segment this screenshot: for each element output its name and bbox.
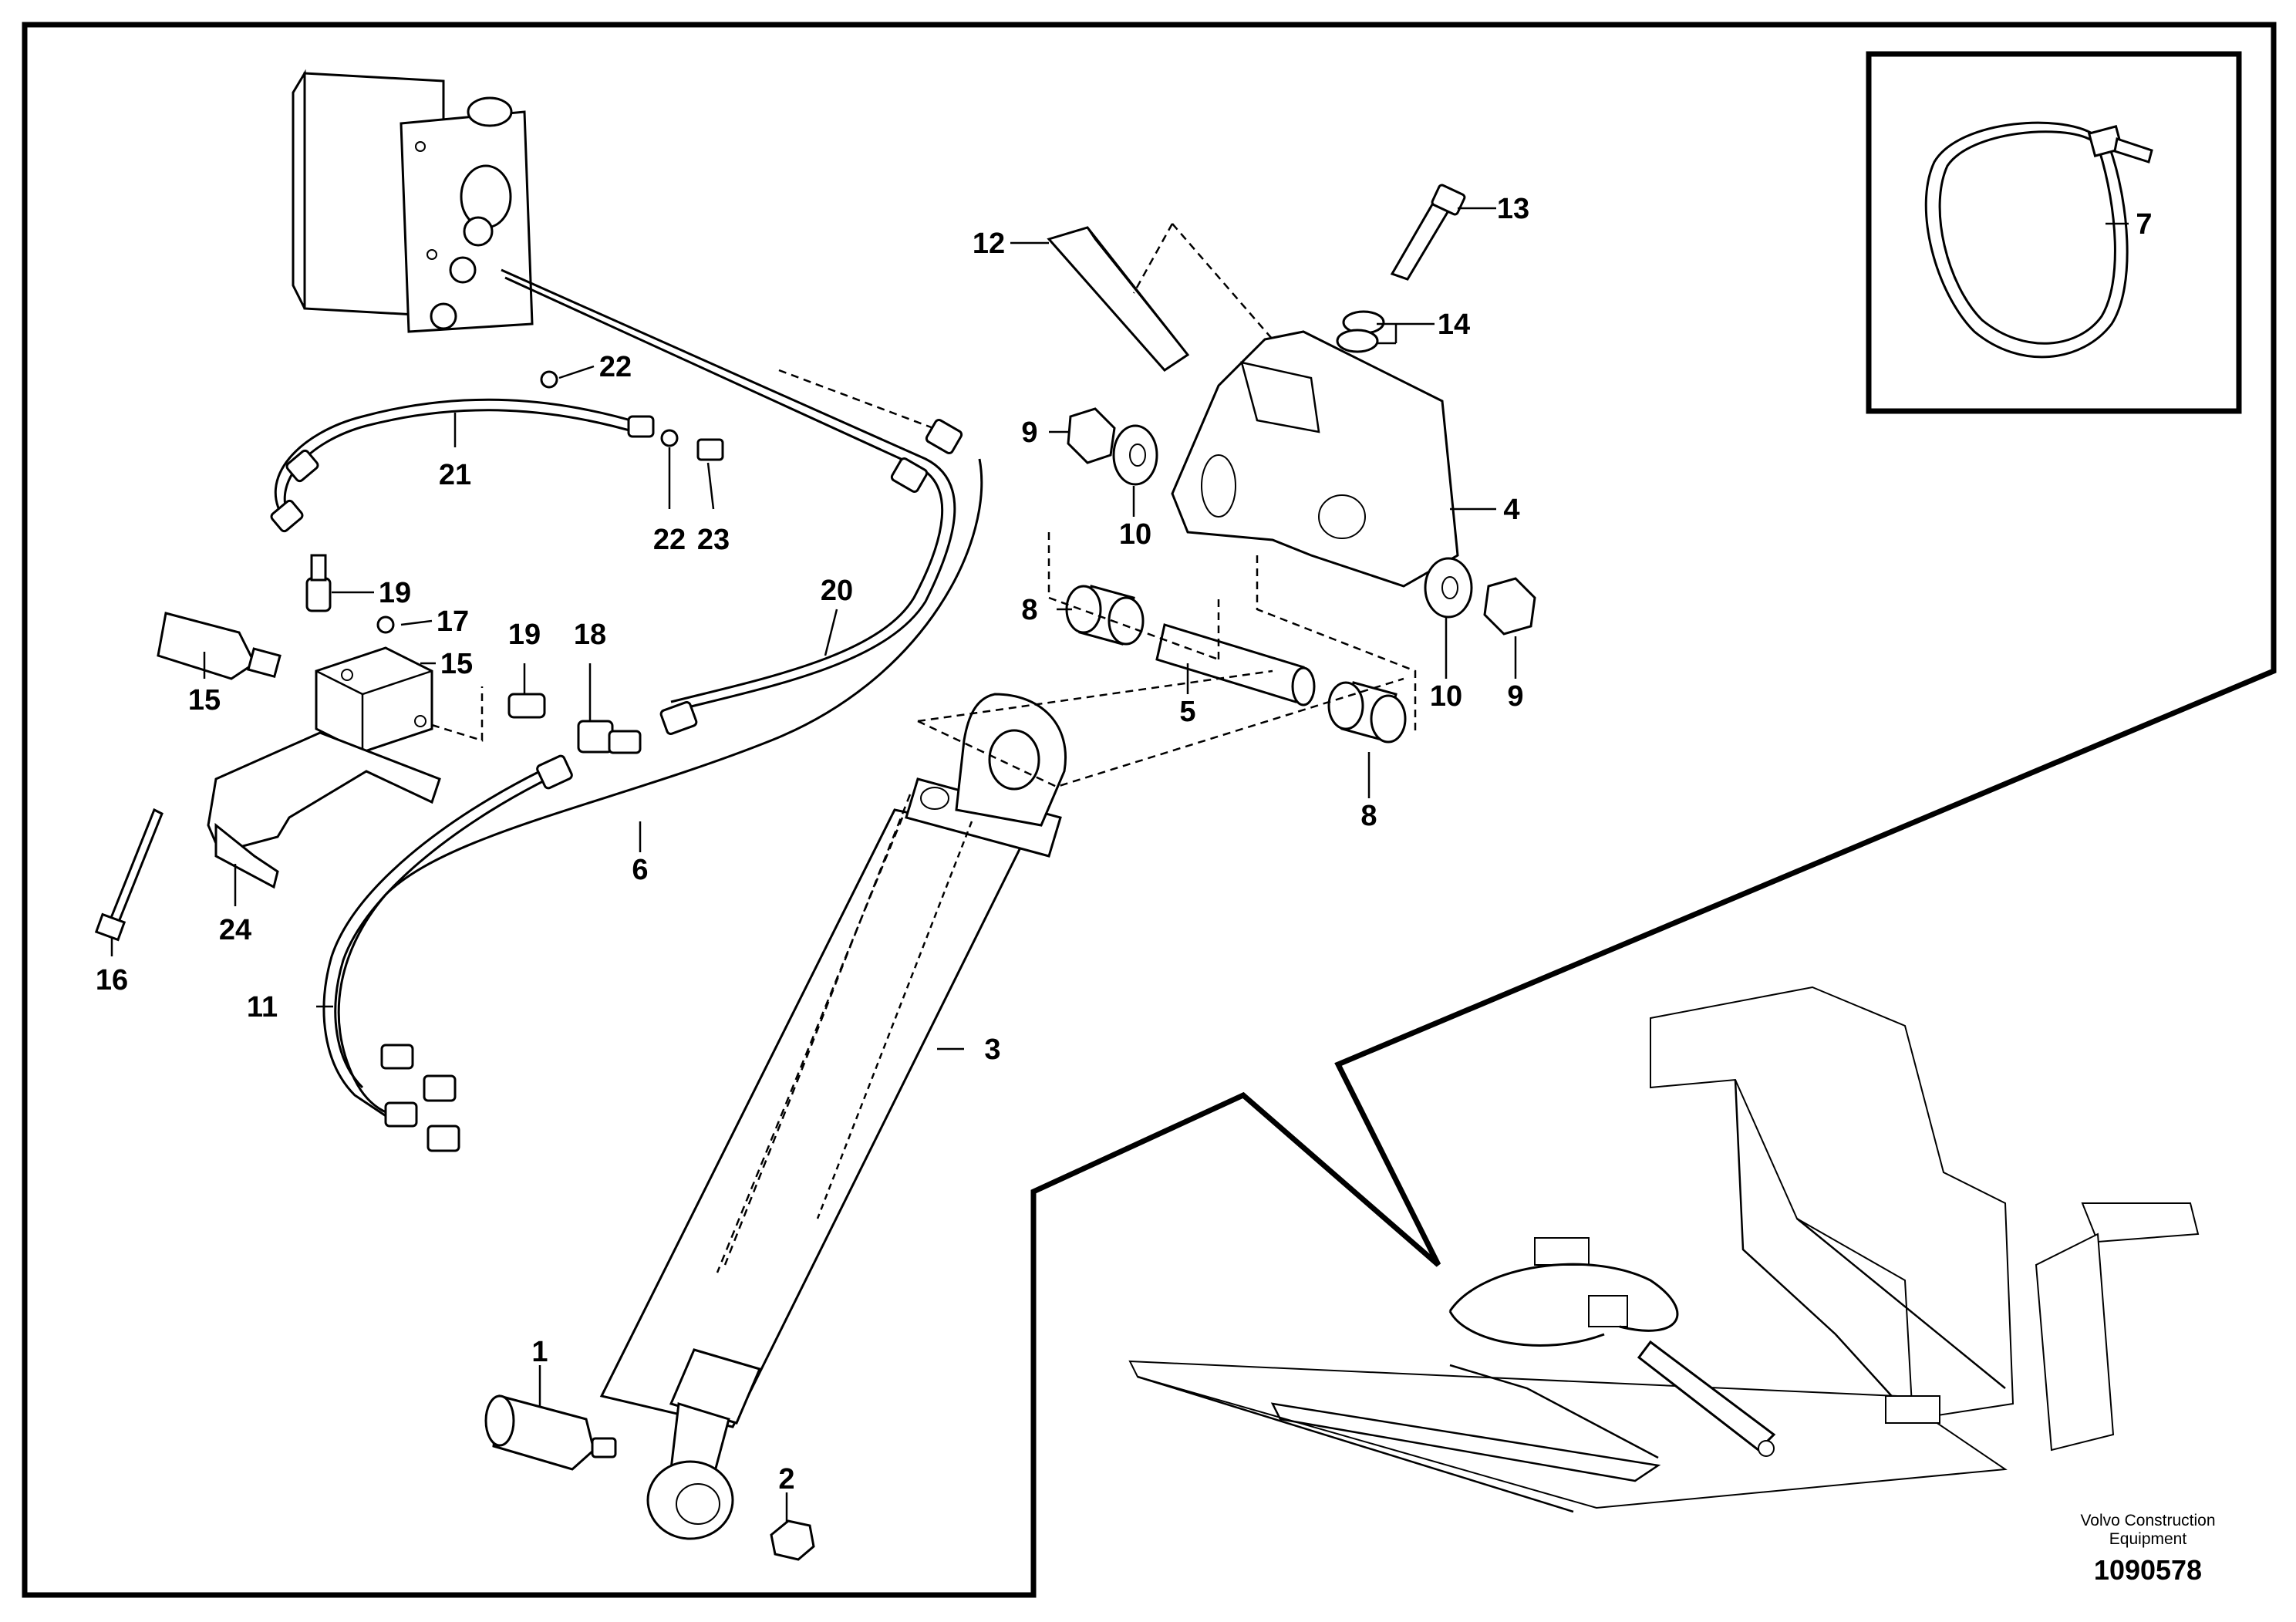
label-part-6: 6 <box>632 854 648 886</box>
leader-lines <box>110 207 2129 1523</box>
nipple-19-lower <box>507 693 546 719</box>
part-labels: 1 2 3 4 5 6 7 8 8 9 9 10 10 11 12 13 14 … <box>96 193 2153 1496</box>
screw-16 <box>94 808 164 942</box>
label-part-16: 16 <box>96 964 128 996</box>
brand-line-1: Volvo Construction <box>2080 1512 2215 1529</box>
label-part-18: 18 <box>574 619 606 651</box>
label-part-24: 24 <box>219 914 251 946</box>
pressure-sensor-15 <box>157 612 282 680</box>
hose-21 <box>275 398 645 521</box>
hydraulic-cylinder-3 <box>599 693 1067 1540</box>
nut-9-lower <box>1483 577 1536 636</box>
spacer-12 <box>1047 226 1190 372</box>
label-part-17: 17 <box>437 605 469 638</box>
hose-11-inner <box>334 777 548 1089</box>
label-part-23: 23 <box>697 524 730 556</box>
mounting-bracket-4 <box>1171 330 1459 588</box>
washer-10-lower <box>1424 557 1473 619</box>
label-part-9-upper: 9 <box>1021 416 1037 449</box>
diagram-frame <box>22 22 2277 1598</box>
hose-21-inner <box>283 409 641 525</box>
label-part-19-right: 19 <box>508 619 541 651</box>
label-part-15-sensor: 15 <box>188 684 221 717</box>
assembly-guides <box>431 223 1417 1273</box>
hose-20 <box>501 268 956 711</box>
screw-13 <box>1390 184 1466 281</box>
detail-inset-frame <box>1866 51 2242 414</box>
nipple-19-upper <box>305 554 332 612</box>
machine-overview <box>1128 986 2200 1513</box>
plug-17 <box>376 615 395 634</box>
label-part-1: 1 <box>531 1336 548 1368</box>
label-part-21: 21 <box>439 459 471 491</box>
washers-14 <box>1336 310 1385 353</box>
washer-10-upper <box>1112 424 1158 486</box>
label-part-8-lower: 8 <box>1360 800 1377 832</box>
label-part-5: 5 <box>1179 696 1195 728</box>
label-part-20: 20 <box>821 575 853 607</box>
nut-2 <box>770 1519 815 1561</box>
hydraulic-pump-unit <box>292 69 534 333</box>
pivot-pin-5 <box>1155 623 1316 706</box>
hose-11 <box>322 770 541 1128</box>
label-part-3: 3 <box>984 1034 1000 1066</box>
label-part-2: 2 <box>778 1463 794 1496</box>
label-part-4: 4 <box>1503 494 1519 526</box>
label-part-12: 12 <box>973 228 1005 260</box>
label-part-10-upper: 10 <box>1119 518 1151 551</box>
hose-20-inner <box>504 276 944 703</box>
pin-1 <box>484 1394 617 1471</box>
label-part-14: 14 <box>1438 309 1470 341</box>
plug-23 <box>696 438 724 461</box>
bracket-24 <box>207 731 441 889</box>
document-number: 1090578 <box>2094 1554 2202 1586</box>
label-part-19-upper: 19 <box>379 577 411 609</box>
elbow-18 <box>577 720 642 754</box>
seal-22-upper <box>540 370 558 389</box>
label-part-11: 11 <box>247 991 278 1023</box>
hose-fittings <box>270 415 963 1152</box>
bushing-8-lower <box>1327 681 1407 744</box>
label-part-22-upper: 22 <box>599 351 632 383</box>
label-part-10-lower: 10 <box>1430 680 1462 713</box>
label-part-13: 13 <box>1497 193 1529 225</box>
label-part-22-lower: 22 <box>653 524 686 556</box>
label-part-7: 7 <box>2136 208 2152 241</box>
seal-22-lower <box>660 429 679 447</box>
label-part-9-lower: 9 <box>1507 680 1523 713</box>
nut-9-upper <box>1067 407 1116 464</box>
label-part-15-block: 15 <box>440 648 473 680</box>
bushing-8-upper <box>1065 585 1145 646</box>
cable-tie-drawing <box>1924 121 2153 359</box>
brand-line-2: Equipment <box>2109 1530 2187 1548</box>
valve-block-15 <box>315 646 433 754</box>
label-part-8-upper: 8 <box>1021 594 1037 626</box>
